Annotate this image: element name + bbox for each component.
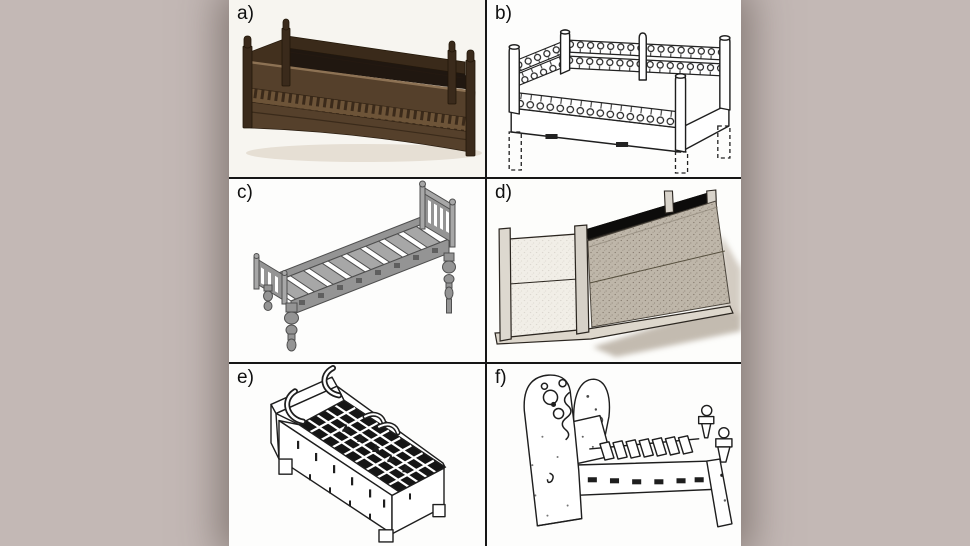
panel-d-label: d) — [495, 182, 512, 203]
box-chamber-drawing — [487, 179, 741, 362]
composite-figure: a) — [229, 0, 741, 546]
panel-d: d) — [487, 179, 741, 364]
panel-f-label: f) — [495, 367, 507, 388]
lattice-bed-drawing — [270, 365, 447, 543]
panel-a: a) — [229, 0, 487, 179]
panel-a-label: a) — [237, 3, 254, 24]
render-bed-illustration — [253, 180, 456, 352]
panel-c-label: c) — [237, 182, 253, 203]
panel-b-label: b) — [495, 3, 512, 24]
bed-photo-illustration — [229, 0, 485, 177]
panel-e: e) — [229, 364, 487, 546]
panel-f: f) — [487, 364, 741, 546]
panel-c: c) — [229, 179, 487, 364]
panel-b: b) — [487, 0, 741, 179]
baluster-bed-drawing — [508, 29, 731, 174]
panel-e-label: e) — [237, 367, 254, 388]
carved-headboard-bed-drawing — [523, 374, 733, 528]
